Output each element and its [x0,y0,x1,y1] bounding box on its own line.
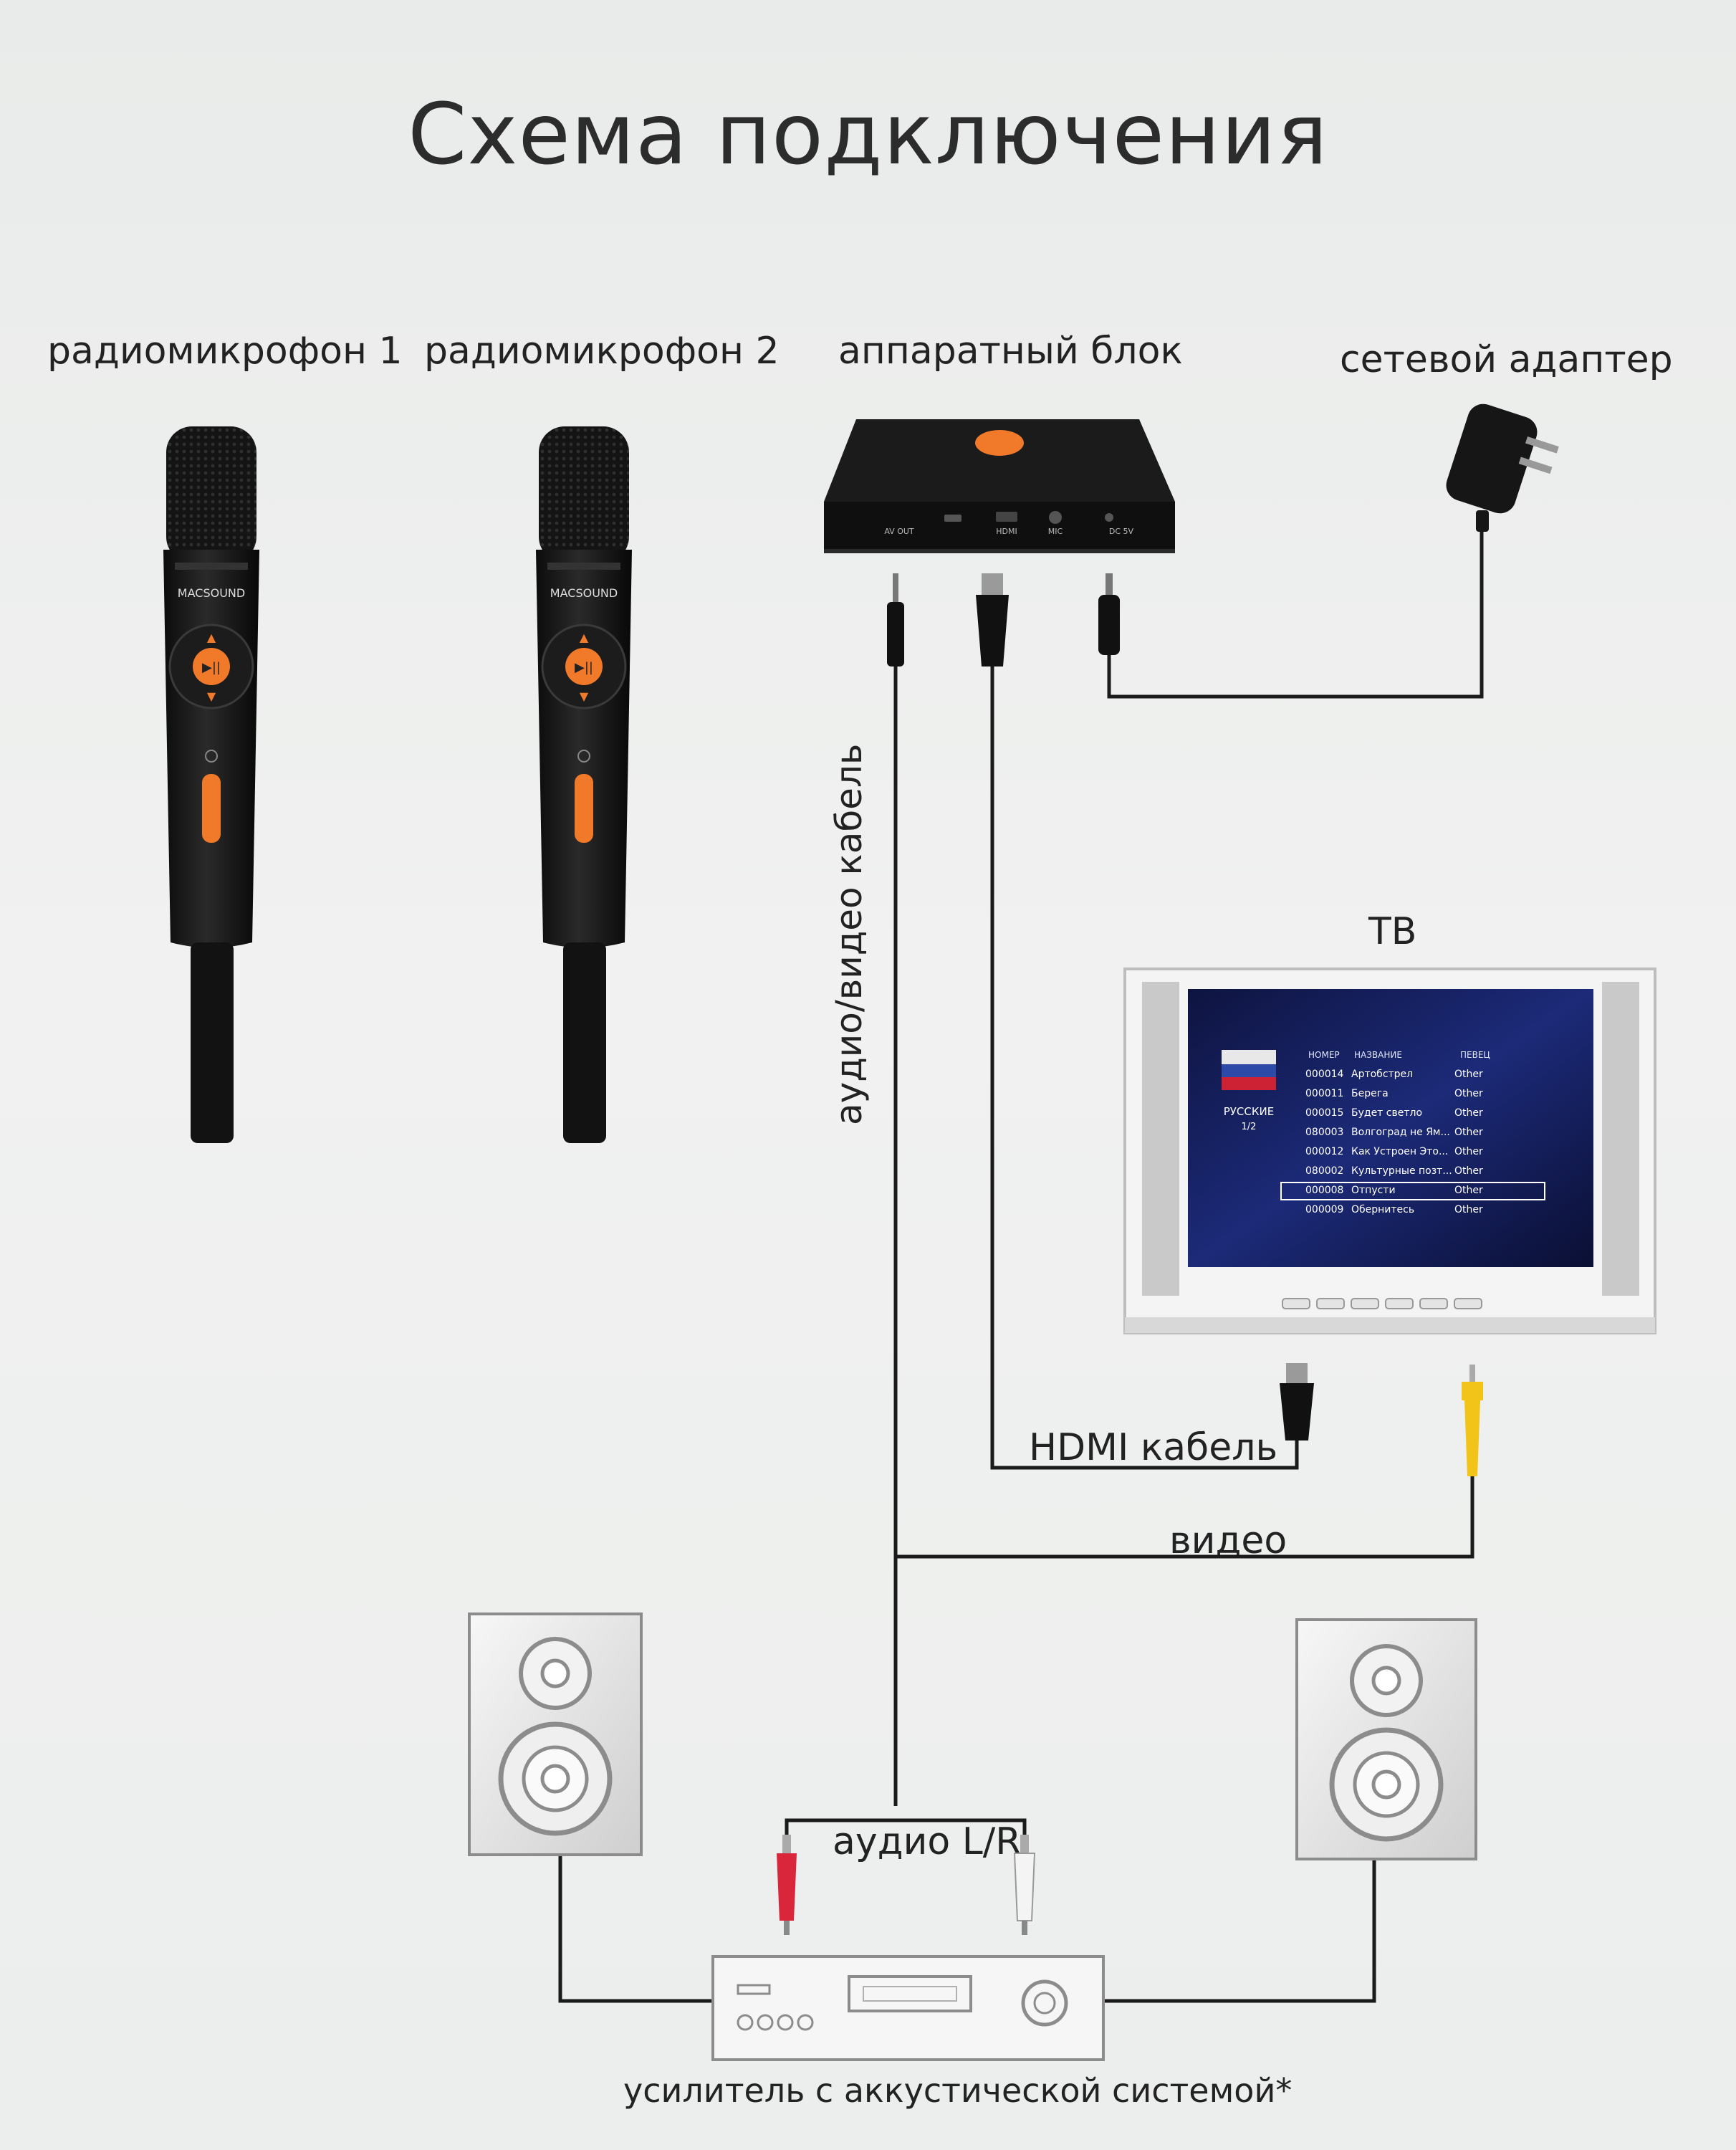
tv-row-7-col-0: 000009 [1305,1204,1343,1215]
hardware-unit: AV OUT HDMI MIC DC 5V [824,419,1175,553]
tv-row-6-col-2: Other [1454,1185,1483,1196]
svg-text:▼: ▼ [207,689,216,703]
tv-row-4-col-2: Other [1454,1146,1483,1157]
tv-hdmi-plug-icon [1280,1363,1314,1440]
tv-row-3-col-1: Волгоград не Ям... [1351,1127,1450,1138]
tv-row-3-col-0: 080003 [1305,1127,1343,1138]
right-speaker-wire [1103,1856,1376,2003]
tv-label: ТВ [1368,910,1417,953]
right-speaker [1295,1618,1477,1860]
tv-row-0-col-2: Other [1454,1069,1483,1080]
tv-row-6-col-0: 000008 [1305,1185,1343,1196]
hdmi-plug-icon [976,573,1009,666]
power-adapter-label: сетевой адаптер [1340,338,1673,381]
hdmi-cable-label: HDMI кабель [1029,1426,1278,1469]
tv-row-1-col-2: Other [1454,1088,1483,1099]
tv-row-4-col-0: 000012 [1305,1146,1343,1157]
tv-row-2-col-0: 000015 [1305,1107,1343,1119]
tv-header-title: НАЗВАНИЕ [1354,1050,1402,1060]
tv-row-5-col-2: Other [1454,1165,1483,1177]
tv: РУССКИЕ 1/2 НОМЕР НАЗВАНИЕ ПЕВЕЦ 000014 А… [1123,968,1656,1334]
tv-row-3-col-2: Other [1454,1127,1483,1138]
tv-rca-yellow-plug-icon [1462,1365,1483,1476]
tv-header-artist: ПЕВЕЦ [1460,1050,1490,1060]
tv-row-0-col-1: Артобстрел [1351,1069,1413,1080]
tv-header-number: НОМЕР [1308,1050,1340,1060]
rca-red-plug-icon [777,1835,797,1935]
svg-text:▲: ▲ [207,631,216,644]
tv-row-5-col-1: Культурные позт... [1351,1165,1452,1177]
audio-lr-label: аудио L/R [833,1820,1022,1863]
rca-white-plug-icon [1013,1835,1036,1935]
microphone-1: MACSOUND ▶|| ▲ ▼ [163,426,259,1143]
svg-text:▶||: ▶|| [575,660,593,675]
svg-text:▶||: ▶|| [202,660,221,675]
audio-lr-line [785,1818,1027,1878]
tv-row-2-col-2: Other [1454,1107,1483,1119]
svg-text:▲: ▲ [580,631,589,644]
tv-row-0-col-0: 000014 [1305,1069,1344,1080]
tv-row-6-col-1: Отпусти [1351,1185,1396,1196]
tv-row-2-col-1: Будет светло [1351,1107,1422,1119]
video-cable-line [896,1476,1474,1559]
amplifier [711,1955,1105,2061]
port-dc: DC 5V [1109,527,1134,536]
mic2-brand: MACSOUND [550,586,618,600]
dc-plug-icon [1098,573,1120,655]
mic1-label: радиомикрофон 1 [47,330,403,373]
microphone-2: MACSOUND ▶|| ▲ ▼ [536,426,632,1143]
mic1-brand: MACSOUND [178,586,245,600]
tv-page: 1/2 [1242,1122,1257,1132]
tv-row-1-col-0: 000011 [1305,1088,1343,1099]
tv-row-7-col-1: Обернитесь [1351,1204,1414,1215]
power-adapter-icon [1446,403,1559,532]
left-speaker-wire [558,1856,713,2003]
svg-text:▼: ▼ [580,689,589,703]
amplifier-label: усилитель с аккустической системой* [623,2071,1293,2110]
hardware-unit-label: аппаратный блок [838,330,1183,373]
tv-row-1-col-1: Берега [1351,1088,1389,1099]
page-title: Схема подключения [408,85,1328,183]
hdmi-cable-line [990,666,1299,1470]
mic2-label: радиомикрофон 2 [424,330,780,373]
cable-lines [558,530,1484,2003]
tv-row-5-col-0: 080002 [1305,1165,1343,1177]
tv-row-7-col-2: Other [1454,1204,1483,1215]
av-plug-icon [887,573,904,666]
port-hdmi: HDMI [996,527,1017,536]
port-mic: MIC [1048,527,1063,536]
tv-category: РУССКИЕ [1224,1105,1274,1118]
power-cable-line [1107,530,1484,699]
left-speaker [468,1612,643,1856]
tv-row-4-col-1: Как Устроен Это... [1351,1146,1448,1157]
port-av-out: AV OUT [884,527,914,536]
